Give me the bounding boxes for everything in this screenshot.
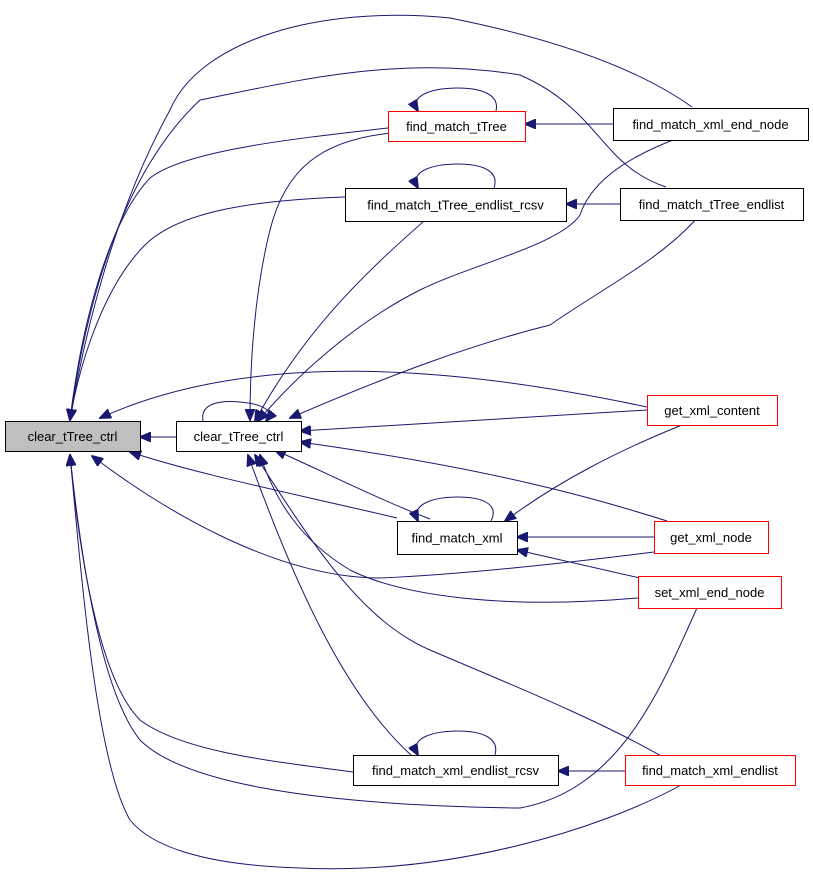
node-box[interactable] [654, 521, 769, 554]
node-label: find_match_tTree_endlist_rcsv [367, 198, 544, 213]
node-box[interactable] [353, 755, 559, 786]
node-label: clear_tTree_ctrl [194, 429, 284, 444]
node-label: get_xml_content [664, 403, 760, 418]
node-find-match-ttree[interactable]: find_match_tTree [388, 111, 526, 142]
node-clear-ttree-ctrl[interactable]: clear_tTree_ctrl [5, 421, 141, 452]
edge-get-content-to-fmx [505, 424, 683, 521]
node-find-match-xml-end-node[interactable]: find_match_xml_end_node [613, 108, 809, 141]
node-box[interactable] [176, 421, 302, 452]
edge-fmx-rcsv-self [416, 730, 497, 755]
node-find-match-xml[interactable]: find_match_xml [397, 521, 518, 555]
edge-fmx-endlist-to-clear2 [255, 455, 669, 761]
edge-fmt-to-clear2 [250, 132, 393, 420]
edge-fmt-self [416, 87, 497, 111]
edge-fmx-self [417, 496, 494, 521]
edge-fmt-rcsv-to-root [70, 196, 346, 420]
edge-fmx-to-root [130, 452, 398, 519]
node-box[interactable] [345, 188, 567, 222]
node-get-xml-node[interactable]: get_xml_node [654, 521, 769, 554]
node-get-xml-content[interactable]: get_xml_content [647, 395, 778, 426]
edge-set-end-to-clear2 [260, 455, 639, 603]
edge-fmt-endlist-to-clear2 [290, 217, 698, 418]
edge-fmt-endlist-to-root [70, 67, 667, 420]
node-find-match-xml-endlist-rcsv[interactable]: find_match_xml_endlist_rcsv [353, 755, 559, 786]
edge-fmx-end-to-root [70, 14, 693, 420]
edge-fmx-end-to-clear2 [258, 137, 679, 421]
node-box[interactable] [638, 576, 782, 609]
edge-fmx-to-clear2 [275, 450, 431, 520]
nodes: clear_tTree_ctrl clear_tTree_ctrl find_mat… [5, 108, 809, 786]
edge-fmt-to-root [70, 127, 389, 420]
node-find-match-ttree-endlist[interactable]: find_match_tTree_endlist [620, 188, 804, 221]
node-box[interactable] [647, 395, 778, 426]
edge-clear2-self [202, 401, 269, 421]
node-find-match-ttree-endlist-rcsv[interactable]: find_match_tTree_endlist_rcsv [345, 188, 567, 222]
edge-set-end-to-root [70, 455, 698, 809]
node-label: find_match_xml [411, 531, 502, 546]
node-box[interactable] [625, 755, 796, 786]
edge-fmx-rcsv-to-root [70, 455, 354, 773]
node-box[interactable] [388, 111, 526, 142]
node-box[interactable] [397, 521, 518, 555]
node-box[interactable] [5, 421, 141, 452]
node-label: set_xml_end_node [655, 585, 765, 600]
edge-set-end-to-fmx [517, 550, 641, 579]
node-label: clear_tTree_ctrl [28, 429, 118, 444]
node-label: find_match_xml_endlist [642, 763, 778, 778]
node-label: find_match_tTree [406, 119, 507, 134]
edge-fmx-rcsv-to-clear2 [248, 455, 413, 757]
node-set-xml-end-node[interactable]: set_xml_end_node [638, 576, 782, 609]
edge-get-node-to-root [92, 456, 655, 579]
edge-fmt-rcsv-self [416, 163, 496, 188]
node-box[interactable] [613, 108, 809, 141]
edge-fmt-rcsv-to-clear2 [255, 212, 434, 421]
node-find-match-xml-endlist[interactable]: find_match_xml_endlist [625, 755, 796, 786]
node-label: find_match_xml_endlist_rcsv [372, 763, 539, 778]
edge-get-node-to-clear2 [300, 442, 668, 522]
edge-get-content-to-root [100, 370, 648, 418]
node-label: get_xml_node [670, 530, 752, 545]
edge-fmx-endlist-to-root [70, 455, 684, 870]
edges [70, 14, 698, 870]
edge-get-content-to-clear2 [300, 409, 648, 431]
node-label: find_match_tTree_endlist [639, 197, 785, 212]
node-label: find_match_xml_end_node [632, 117, 788, 132]
node-clear-ttree-ctrl[interactable]: clear_tTree_ctrl [176, 421, 302, 452]
node-box[interactable] [620, 188, 804, 221]
